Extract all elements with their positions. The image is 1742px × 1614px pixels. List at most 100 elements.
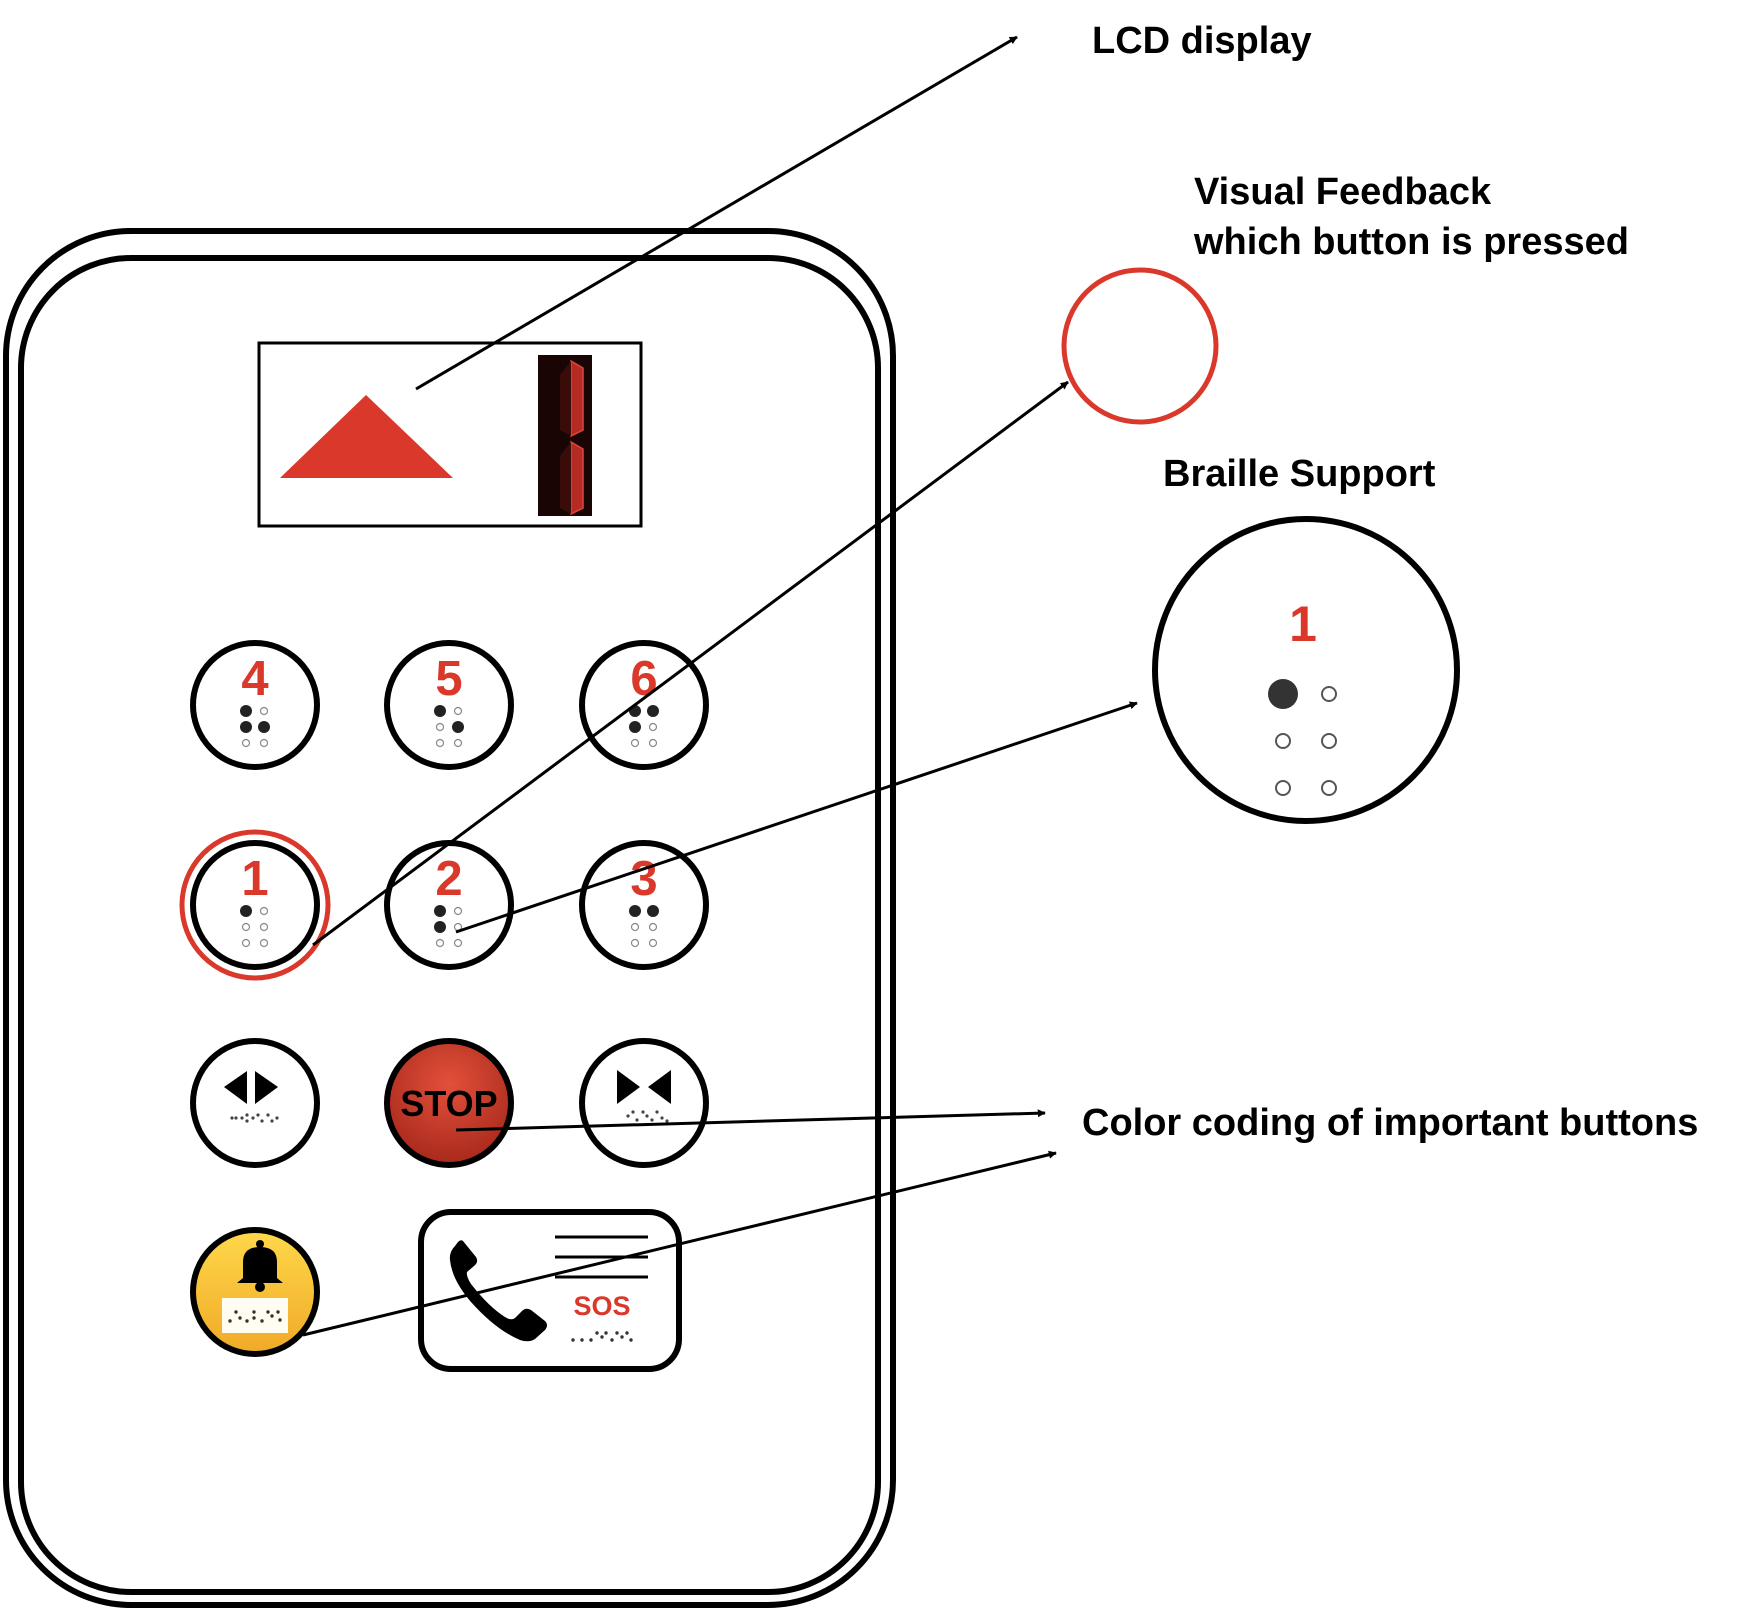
braille-dot-flat xyxy=(630,938,640,948)
braille-dot-flat xyxy=(1275,733,1291,749)
floor-button-6[interactable]: 6 xyxy=(579,640,709,770)
braille-dot-raised xyxy=(629,721,641,733)
braille-callout-label: Braille Support xyxy=(1163,453,1436,495)
door-open-button[interactable] xyxy=(190,1038,320,1168)
braille-dot-flat xyxy=(259,938,269,948)
feedback-callout-label-line1: Visual Feedback xyxy=(1194,171,1492,213)
floor-button-4[interactable]: 4 xyxy=(190,640,320,770)
braille-cell xyxy=(240,705,270,748)
braille-cell xyxy=(629,705,659,748)
braille-dot-flat xyxy=(259,706,269,716)
door-close-button[interactable] xyxy=(579,1038,709,1168)
alarm-button[interactable] xyxy=(190,1227,320,1357)
floor-button-label: 3 xyxy=(630,852,657,906)
braille-callout-arrow xyxy=(455,701,1138,934)
feedback-callout-arrow xyxy=(312,380,1069,947)
stop-callout-arrow xyxy=(455,1109,1046,1132)
braille-cell xyxy=(434,905,463,948)
braille-dots xyxy=(230,1113,279,1123)
braille-dot-flat xyxy=(259,922,269,932)
braille-dot-raised xyxy=(434,905,446,917)
braille-dot-raised xyxy=(647,905,659,917)
braille-dots xyxy=(571,1331,633,1342)
up-arrow-icon xyxy=(280,395,453,478)
callout-arrows xyxy=(302,35,1138,1337)
button-ring xyxy=(190,840,320,970)
braille-dot-flat xyxy=(648,938,658,948)
braille-dot-flat xyxy=(630,922,640,932)
braille-dot-raised xyxy=(452,721,464,733)
braille-cell xyxy=(629,905,659,948)
braille-dots xyxy=(626,1110,669,1123)
braille-dot-flat xyxy=(1321,686,1337,702)
braille-dot-flat xyxy=(435,738,445,748)
magnified-braille-button: 1 xyxy=(1152,516,1460,824)
braille-dot-raised xyxy=(629,905,641,917)
sos-label: SOS xyxy=(573,1291,630,1321)
floor-button-label: 4 xyxy=(241,652,268,706)
braille-dot-flat xyxy=(630,738,640,748)
braille-dot-flat xyxy=(241,922,251,932)
braille-dot-flat xyxy=(453,938,463,948)
braille-dot-raised xyxy=(240,905,252,917)
floor-button-label: 2 xyxy=(435,852,462,906)
braille-dot-flat xyxy=(453,906,463,916)
floor-button-grid: 4 5 6 1 2 3 xyxy=(190,640,709,970)
feedback-sample-ring xyxy=(1061,267,1219,425)
bell-icon xyxy=(237,1240,283,1292)
stop-label: STOP xyxy=(400,1083,497,1124)
braille-dot-flat xyxy=(648,722,658,732)
floor-button-1[interactable]: 1 xyxy=(190,840,320,970)
stop-button[interactable]: STOP xyxy=(384,1038,514,1168)
panel-inner-border xyxy=(18,255,881,1595)
braille-dot-raised xyxy=(434,921,446,933)
floor-button-2[interactable]: 2 xyxy=(384,840,514,970)
alarm-braille-plate xyxy=(222,1298,288,1333)
braille-dot-flat xyxy=(435,938,445,948)
braille-dot-raised xyxy=(240,721,252,733)
button-ring xyxy=(190,640,320,770)
braille-dot-flat xyxy=(435,722,445,732)
lcd-callout-label: LCD display xyxy=(1092,20,1312,62)
panel-outer-border xyxy=(3,228,896,1608)
braille-dots xyxy=(228,1310,282,1323)
lcd-display xyxy=(257,341,643,528)
braille-dot-flat xyxy=(241,938,251,948)
braille-dot-flat xyxy=(1321,780,1337,796)
braille-cell xyxy=(240,905,269,948)
button-ring xyxy=(579,840,709,970)
sos-phone-panel[interactable]: SOS xyxy=(418,1209,682,1372)
braille-cell xyxy=(434,705,464,748)
feedback-callout-label-line2: which button is pressed xyxy=(1193,221,1629,263)
braille-dot-flat xyxy=(241,738,251,748)
elevator-panel xyxy=(3,228,896,1608)
floor-button-5[interactable]: 5 xyxy=(384,640,514,770)
braille-dot-flat xyxy=(453,706,463,716)
magnified-braille-cell xyxy=(1268,679,1337,796)
seven-segment-one-icon xyxy=(538,355,592,516)
phone-icon xyxy=(449,1240,547,1342)
color-callout-label: Color coding of important buttons xyxy=(1082,1102,1698,1144)
door-open-icon xyxy=(224,1071,278,1104)
braille-dot-flat xyxy=(648,738,658,748)
braille-dot-flat xyxy=(1321,733,1337,749)
braille-dot-raised xyxy=(1268,679,1298,709)
door-close-icon xyxy=(617,1070,671,1104)
braille-dot-raised xyxy=(258,721,270,733)
floor-button-label: 1 xyxy=(241,852,268,906)
braille-dot-raised xyxy=(647,705,659,717)
braille-dot-flat xyxy=(1275,780,1291,796)
lcd-callout-arrow xyxy=(415,35,1018,391)
button-ring xyxy=(384,640,514,770)
magnified-button-label: 1 xyxy=(1289,596,1317,652)
braille-dot-flat xyxy=(453,738,463,748)
braille-dot-flat xyxy=(259,738,269,748)
braille-dot-raised xyxy=(240,705,252,717)
braille-dot-flat xyxy=(259,906,269,916)
pressed-feedback-ring xyxy=(179,829,331,981)
alarm-callout-arrow xyxy=(302,1150,1057,1337)
braille-dot-flat xyxy=(648,922,658,932)
floor-button-label: 5 xyxy=(435,652,462,706)
floor-button-3[interactable]: 3 xyxy=(579,840,709,970)
